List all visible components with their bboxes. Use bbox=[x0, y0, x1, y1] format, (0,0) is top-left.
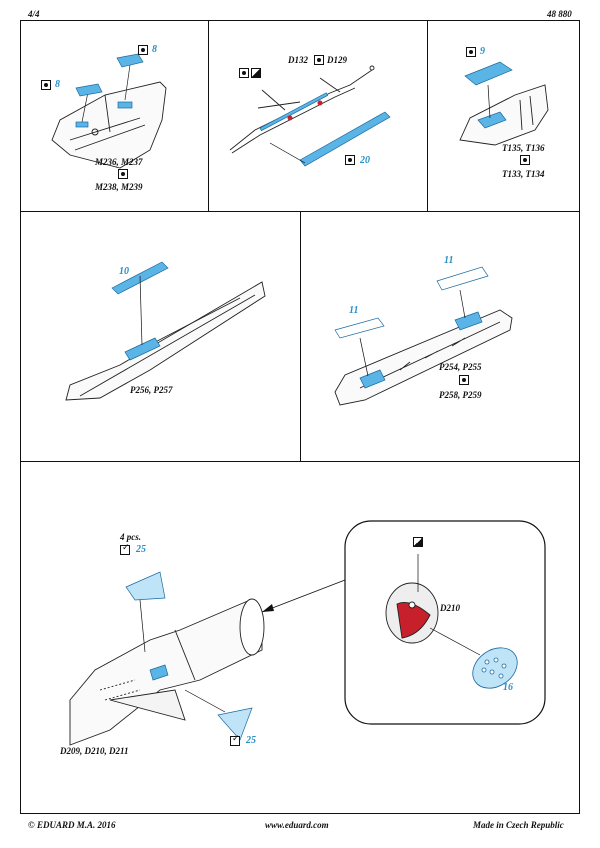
panel3-leader bbox=[487, 84, 491, 119]
panel3-parts-b: T133, T134 bbox=[502, 169, 545, 179]
pe-icon bbox=[466, 47, 476, 57]
panel3-pylon-drawing bbox=[459, 84, 549, 146]
pe-icon bbox=[459, 375, 469, 385]
panel2-leader bbox=[269, 142, 306, 164]
panel1-parts-b: M238, M239 bbox=[95, 182, 143, 192]
pe-icon bbox=[345, 155, 355, 165]
pe-icon bbox=[118, 169, 128, 179]
panel2-num: 20 bbox=[360, 155, 370, 166]
panel6-qty: 4 pcs. bbox=[120, 532, 141, 542]
detail-num: 16 bbox=[503, 682, 513, 693]
panel4-leader bbox=[139, 275, 143, 346]
pe-icon bbox=[314, 55, 324, 65]
detail-tail-drawing bbox=[385, 582, 439, 644]
panel4-num: 10 bbox=[119, 266, 129, 277]
panel5-parts-a: P254, P255 bbox=[439, 362, 482, 372]
page-number: 4/4 bbox=[28, 9, 40, 19]
panel5-parts-b: P258, P259 bbox=[439, 390, 482, 400]
panel1-parts-a: M236, M237 bbox=[95, 157, 143, 167]
pe-icon bbox=[239, 68, 249, 78]
pe-icon bbox=[41, 80, 51, 90]
pe-icon bbox=[138, 45, 148, 55]
panel1-num-a: 8 bbox=[152, 44, 157, 55]
panel5-num-b: 11 bbox=[349, 305, 359, 316]
panel2-rail-drawing bbox=[229, 65, 375, 154]
cut-off-icon bbox=[413, 537, 423, 547]
panel-6 bbox=[20, 461, 580, 814]
panel2-pe-strip bbox=[259, 92, 391, 167]
panel5-num-a: 11 bbox=[444, 255, 454, 266]
bend-icon bbox=[230, 734, 240, 746]
footer-copyright: © EDUARD M.A. 2016 bbox=[28, 820, 116, 830]
panel6-leader-a bbox=[139, 599, 146, 653]
panel4-pylon-drawing bbox=[65, 281, 266, 401]
panel6-detail-arrow bbox=[261, 579, 346, 613]
panel1-num-b: 8 bbox=[55, 79, 60, 90]
cut-off-icon bbox=[251, 68, 261, 78]
panel4-parts: P256, P257 bbox=[130, 385, 173, 395]
panel6-leader-b bbox=[184, 689, 226, 713]
panel6-num-b: 25 bbox=[246, 735, 256, 746]
detail-inset-frame bbox=[344, 520, 546, 725]
panel6-pe-parts bbox=[125, 571, 253, 741]
panel3-parts-a: T135, T136 bbox=[502, 143, 545, 153]
panel1-pe-parts bbox=[75, 53, 144, 128]
detail-pe-disc bbox=[472, 647, 518, 689]
kit-code: 48 880 bbox=[547, 9, 572, 19]
footer-website[interactable]: www.eduard.com bbox=[265, 820, 329, 830]
panel3-num: 9 bbox=[480, 46, 485, 57]
panel5-leader-b bbox=[359, 337, 369, 377]
panel1-pylon-drawing bbox=[51, 64, 167, 169]
footer-origin: Made in Czech Republic bbox=[473, 820, 564, 830]
panel2-part-b: D129 bbox=[327, 55, 347, 65]
detail-leader bbox=[429, 627, 481, 656]
bend-icon bbox=[120, 543, 130, 555]
detail-part: D210 bbox=[440, 603, 460, 613]
panel2-part-a: D132 bbox=[288, 55, 308, 65]
arrow-head bbox=[262, 604, 274, 612]
panel5-pe-parts bbox=[334, 266, 489, 389]
panel6-num-a: 25 bbox=[136, 544, 146, 555]
panel6-parts: D209, D210, D211 bbox=[60, 746, 129, 756]
panel3-pe-parts bbox=[464, 61, 513, 129]
panel5-leader-a bbox=[459, 289, 466, 319]
pe-icon bbox=[520, 155, 530, 165]
